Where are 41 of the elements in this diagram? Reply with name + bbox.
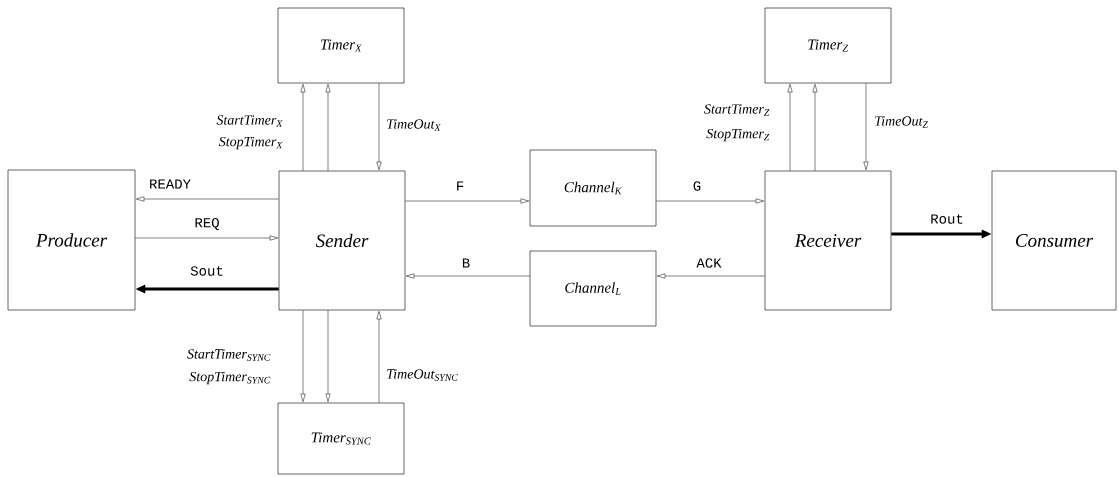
arrow	[135, 235, 278, 241]
edge-label: TimeOut$_{X}$	[385, 118, 442, 132]
arrow	[325, 84, 331, 171]
arrow	[300, 310, 306, 402]
edge-label: REQ	[193, 217, 221, 231]
edge-label: StartTimer$_{Z}$	[702, 103, 771, 117]
arrow	[300, 84, 306, 171]
edge-label: TimeOut$_{SYNC}$	[385, 368, 460, 382]
arrow	[325, 310, 331, 402]
process-box: Channel$_{L}$	[529, 250, 657, 327]
edge-label: READY	[148, 178, 192, 190]
arrow	[657, 273, 765, 279]
arrow	[376, 311, 382, 403]
edge-label: StartTimer$_{X}$	[215, 114, 284, 128]
arrow	[136, 196, 279, 202]
process-box: Timer$_{X}$	[277, 7, 405, 84]
arrow	[405, 198, 529, 204]
process-box: Timer$_{SYNC}$	[277, 402, 405, 475]
edge-label: StopTimer$_{X}$	[217, 135, 284, 151]
arrow	[812, 84, 818, 171]
process-box: Receiver	[764, 170, 892, 311]
edge-label: ACK	[695, 257, 723, 269]
edge-label: StartTimer$_{SYNC}$	[186, 348, 272, 362]
process-box: Producer	[7, 169, 136, 311]
process-box: Channel$_{K}$	[529, 149, 657, 227]
process-box: Consumer	[991, 170, 1117, 311]
arrow	[656, 198, 764, 204]
arrow	[787, 84, 793, 171]
edge-label: StopTimer$_{Z}$	[705, 127, 771, 143]
edge-label: TimeOut$_{Z}$	[873, 115, 930, 129]
process-box: Timer$_{Z}$	[764, 7, 892, 84]
edge-label: F	[454, 180, 466, 192]
process-box: Sender	[278, 170, 406, 311]
arrow	[863, 83, 869, 170]
edge-label: StopTimer$_{SYNC}$	[188, 370, 272, 386]
edge-label: Sout	[189, 265, 225, 277]
arrow	[376, 83, 382, 170]
edge-label: Rout	[929, 213, 965, 225]
edge-label: B	[460, 257, 472, 269]
edge-label: G	[691, 180, 703, 192]
arrow	[406, 273, 530, 279]
